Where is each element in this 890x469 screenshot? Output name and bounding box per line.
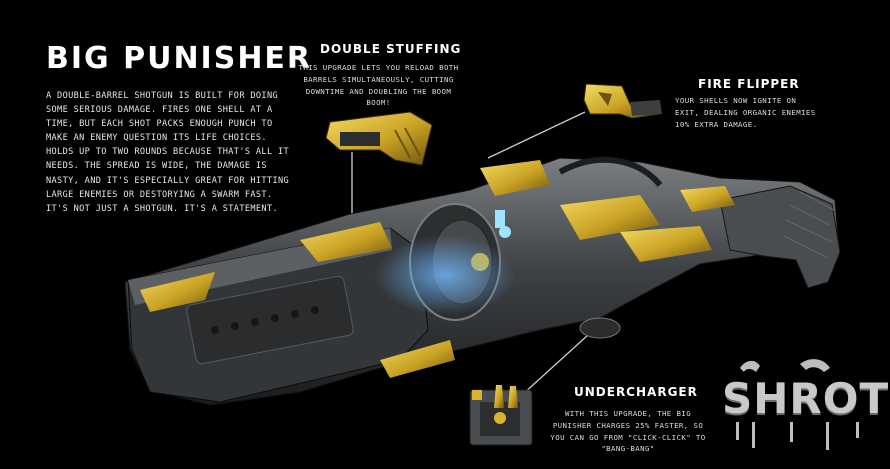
upgrade-name: UNDERCHARGER — [574, 385, 698, 399]
shrot-logo: SHROT — [722, 374, 890, 423]
undercharger-part-icon — [469, 385, 533, 446]
upgrade-name: DOUBLE STUFFING — [320, 42, 462, 56]
weapon-name: BIG PUNISHER — [46, 41, 313, 76]
upgrade-description: THIS UPGRADE LETS YOU RELOAD BOTH BARREL… — [298, 63, 459, 108]
upgrade-description: WITH THIS UPGRADE, THE BIG PUNISHER CHAR… — [550, 409, 706, 454]
logo-decoration — [736, 359, 859, 450]
weapon-description: A DOUBLE-BARREL SHOTGUN IS BUILT FOR DOI… — [46, 91, 290, 214]
upgrade-description: YOUR SHELLS NOW IGNITE ON EXIT, DEALING … — [675, 96, 816, 129]
upgrade-name: FIRE FLIPPER — [698, 77, 800, 91]
fire-flipper-part-icon — [583, 83, 662, 119]
big-punisher-gun — [124, 156, 841, 406]
double-stuffing-part-icon — [325, 111, 433, 166]
